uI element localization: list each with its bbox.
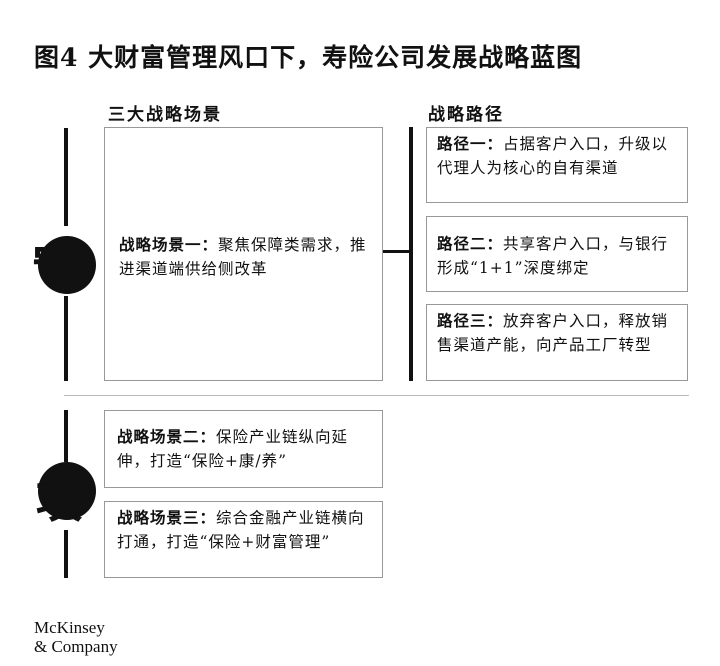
path-3-text: 路径三：放弃客户入口，释放销售渠道产能，向产品工厂转型 [437,309,681,357]
mckinsey-logo: McKinsey & Company [34,618,118,656]
defend-glyph: 守 [32,238,78,292]
logo-line-2: & Company [34,637,118,656]
page-title: 图4 大财富管理风口下，寿险公司发展战略蓝图 [34,43,583,72]
logo-line-1: McKinsey [34,618,105,637]
scenario-2-text: 战略场景二：保险产业链纵向延伸，打造“保险+康/养” [117,425,375,473]
scenario-1-box: 战略场景一：聚焦保障类需求，推进渠道端供给侧改革 [104,127,383,381]
paths-bar [409,127,413,381]
path-1-box: 路径一：占据客户入口，升级以代理人为核心的自有渠道 [426,127,688,203]
path-3-body: 放弃客户入口，释放销售渠道产能，向产品工厂转型 [437,312,669,354]
scenario-1-body: 聚焦保障类需求，推进渠道端供给侧改革 [119,236,367,278]
attack-bar-bottom [64,530,68,578]
right-column-header: 战略路径 [428,105,504,125]
path-1-text: 路径一：占据客户入口，升级以代理人为核心的自有渠道 [437,132,681,180]
path-2-body: 共享客户入口，与银行形成“1+1”深度绑定 [437,235,669,277]
path-3-label: 路径三： [437,311,504,330]
scenario-3-box: 战略场景三：综合金融产业链横向打通，打造“保险+财富管理” [104,501,383,578]
path-2-label: 路径二： [437,234,504,253]
attack-circle [38,462,96,520]
path-2-box: 路径二：共享客户入口，与银行形成“1+1”深度绑定 [426,216,688,292]
path-1-body: 占据客户入口，升级以代理人为核心的自有渠道 [437,135,669,177]
path-1-label: 路径一： [437,134,504,153]
defend-circle [38,236,96,294]
left-column-header: 三大战略场景 [108,105,222,125]
attack-glyph: 攻 [36,474,82,528]
scenario-1-label: 战略场景一： [119,235,219,254]
scenario-3-label: 战略场景三： [117,508,217,527]
defend-bar-bottom [64,296,68,381]
defend-bar-top [64,128,68,226]
connector-line [383,250,409,253]
scenario-3-text: 战略场景三：综合金融产业链横向打通，打造“保险+财富管理” [117,506,375,554]
scenario-3-body: 综合金融产业链横向打通，打造“保险+财富管理” [117,509,365,551]
attack-bar-top [64,410,68,462]
scenario-1-text: 战略场景一：聚焦保障类需求，推进渠道端供给侧改革 [119,233,371,281]
scenario-2-box: 战略场景二：保险产业链纵向延伸，打造“保险+康/养” [104,410,383,488]
path-3-box: 路径三：放弃客户入口，释放销售渠道产能，向产品工厂转型 [426,304,688,381]
scenario-2-body: 保险产业链纵向延伸，打造“保险+康/养” [117,428,349,470]
path-2-text: 路径二：共享客户入口，与银行形成“1+1”深度绑定 [437,232,681,280]
scenario-2-label: 战略场景二： [117,427,217,446]
section-divider [64,395,689,396]
